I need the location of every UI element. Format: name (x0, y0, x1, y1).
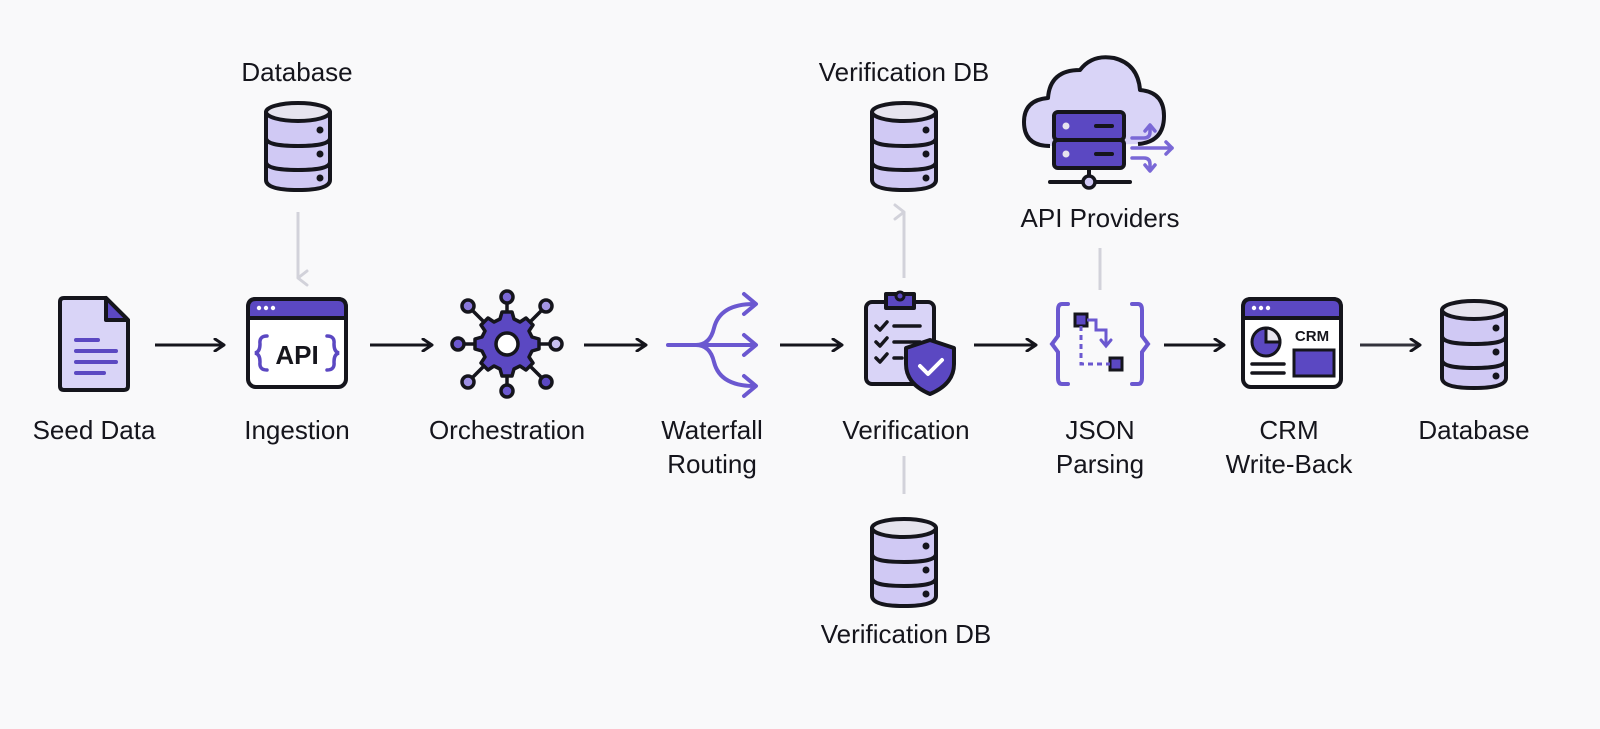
clipboard-shield-icon (864, 290, 956, 396)
label-waterfall: Waterfall (661, 415, 763, 445)
cloud-server-icon (1022, 55, 1174, 190)
database-icon (870, 517, 938, 609)
label-write-back: Write-Back (1225, 449, 1353, 479)
document-icon (58, 296, 130, 392)
crm-text: CRM (1295, 328, 1329, 345)
label-seed-data: Seed Data (32, 415, 156, 445)
gear-network-icon (450, 289, 564, 399)
split-arrows-icon (666, 292, 758, 398)
label-parsing: Parsing (1055, 449, 1145, 479)
label-verification: Verification (842, 415, 970, 445)
api-window-icon: API (246, 297, 348, 389)
label-orchestration: Orchestration (428, 415, 586, 445)
label-verification-db-bottom: Verification DB (820, 619, 992, 649)
api-text: API (275, 340, 318, 370)
database-icon (870, 101, 938, 193)
label-database-out: Database (1418, 415, 1530, 445)
label-verification-db-top: Verification DB (818, 57, 990, 87)
label-routing: Routing (667, 449, 757, 479)
label-api-providers: API Providers (1020, 203, 1180, 233)
label-json: JSON (1065, 415, 1135, 445)
crm-window-icon: CRM (1241, 297, 1343, 389)
label-ingestion: Ingestion (244, 415, 350, 445)
json-braces-icon (1049, 302, 1151, 386)
label-database-in: Database (241, 57, 353, 87)
label-crm: CRM (1259, 415, 1319, 445)
database-icon (264, 101, 332, 193)
database-icon (1440, 299, 1508, 391)
